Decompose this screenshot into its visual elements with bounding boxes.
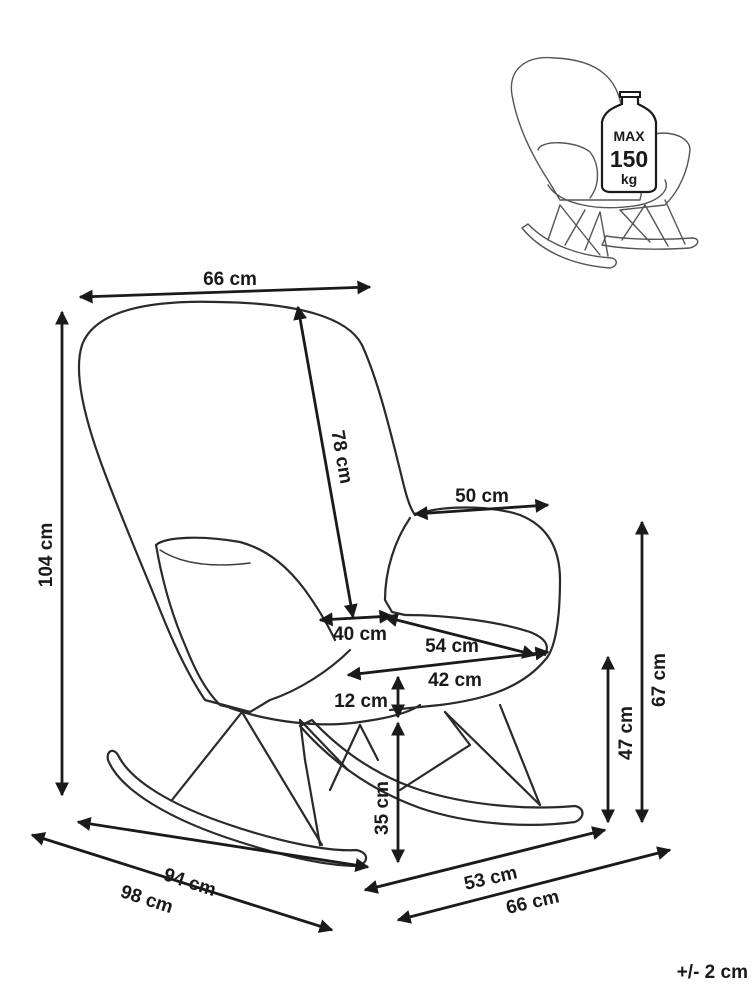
badge-unit: kg [621,171,637,187]
badge-max-label: MAX [613,128,645,144]
backrest-outline [77,300,352,714]
label-overall-width: 66 cm [203,269,257,290]
label-seat-thickness: 12 cm [334,691,388,712]
label-armrest-height: 47 cm [616,706,637,760]
metal-legs [170,703,542,847]
tolerance-note: +/- 2 cm [677,962,748,983]
thumbnail-chair: MAX 150 kg [510,56,699,269]
badge-value: 150 [610,146,648,172]
label-seat-depth: 42 cm [428,670,482,691]
chair-drawing [77,300,584,868]
label-rocker-outer: 98 cm [118,881,176,918]
label-overall-height: 104 cm [36,523,57,587]
label-seat-width: 40 cm [333,624,387,645]
right-rocker [298,718,584,826]
label-backrest-height: 78 cm [326,429,356,486]
left-armrest [154,536,337,642]
dimension-arrows [30,280,672,933]
max-weight-icon: MAX 150 kg [600,91,658,194]
label-seat-diagonal: 54 cm [425,636,479,657]
label-arm-top-height: 67 cm [649,653,670,707]
label-seat-height: 35 cm [372,781,393,835]
left-rocker [106,749,368,868]
label-armrest-width: 50 cm [455,486,509,507]
